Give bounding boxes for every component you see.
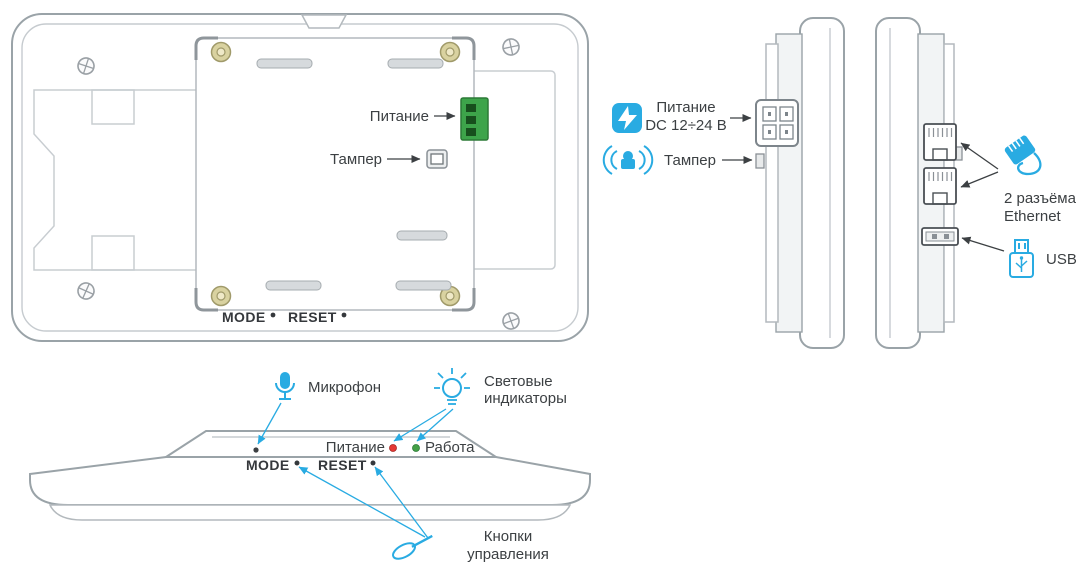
buttons-label-line1: Кнопки [484,528,532,545]
ethernet-label-line2: Ethernet [1004,208,1062,225]
microphone-icon [275,372,295,400]
buttons-line-reset [374,466,429,539]
usb-label: USB [1046,251,1077,268]
reset-button-pinhole[interactable] [370,460,376,466]
light-bulb-icon [434,368,470,405]
power-terminal-block [460,97,489,141]
bottom-lip [48,504,572,521]
tamper-switch [426,149,448,169]
side-left-body [775,33,803,333]
dc-power-connector[interactable] [755,99,799,147]
ethernet-arrow-2 [960,171,999,188]
bottom-mode-label: MODE [246,457,290,473]
ethernet-arrow-1 [960,142,999,170]
buttons-line-mode [298,466,426,538]
indicators-label-line1: Световые [484,373,553,390]
side-left-mount-plate [765,43,779,323]
eject-pin-icon [392,534,433,560]
indicators-label-line2: индикаторы [484,390,567,407]
bottom-reset-label: RESET [318,457,367,473]
bottom-body [29,456,591,506]
side-right-front-slab [875,17,921,349]
side-left-front-slab [799,17,845,349]
microphone-hole [253,447,259,453]
usb-arrow [961,236,1005,252]
rear-power-label: Питание [370,108,429,125]
side-tamper-nub[interactable] [755,153,765,169]
microphone-label: Микрофон [308,379,381,396]
buttons-label-line2: управления [467,546,549,563]
power-led-label: Питание [326,439,385,456]
power-led [389,444,397,452]
side-right-view: 2 разъёма Ethernet USB [875,17,1077,349]
mounting-plate [194,36,476,312]
indicator-line-status [416,408,454,442]
microphone-line [257,402,282,445]
corner-screw-icon [77,38,520,330]
mode-button-pinhole[interactable] [294,460,300,466]
rear-tamper-label: Тампер [330,151,382,168]
ethernet-port-1[interactable] [923,123,957,161]
usb-flash-drive-icon [1009,239,1034,278]
indicator-line-power [393,408,447,442]
side-power-label-line1: Питание [656,99,715,116]
rear-reset-label: RESET [288,309,337,325]
rear-view: Питание Тампер MODE RESET [11,13,589,342]
status-led-label: Работа [425,439,475,456]
rear-mode-pinhole[interactable] [270,312,276,318]
bottom-view: MODE RESET Питание Работа Микрофон [29,368,591,563]
usb-port[interactable] [921,227,959,246]
mount-hole-icon [210,41,461,307]
ethernet-cable-icon [1004,135,1042,176]
rear-top-tab [300,14,348,29]
side-tamper-label: Тампер [664,152,716,169]
ethernet-port-2[interactable] [923,167,957,205]
rear-mode-label: MODE [222,309,266,325]
side-left-view: Питание DC 12÷24 В Тампер [602,17,845,349]
vent-slots [256,58,452,291]
tamper-siren-icon [602,145,654,175]
ethernet-label-line1: 2 разъёма [1004,190,1077,207]
rear-body-inner-outline [21,23,579,332]
power-dc-icon [612,103,642,133]
rear-reset-pinhole[interactable] [341,312,347,318]
status-led [412,444,420,452]
side-power-label-line2: DC 12÷24 В [645,117,727,134]
